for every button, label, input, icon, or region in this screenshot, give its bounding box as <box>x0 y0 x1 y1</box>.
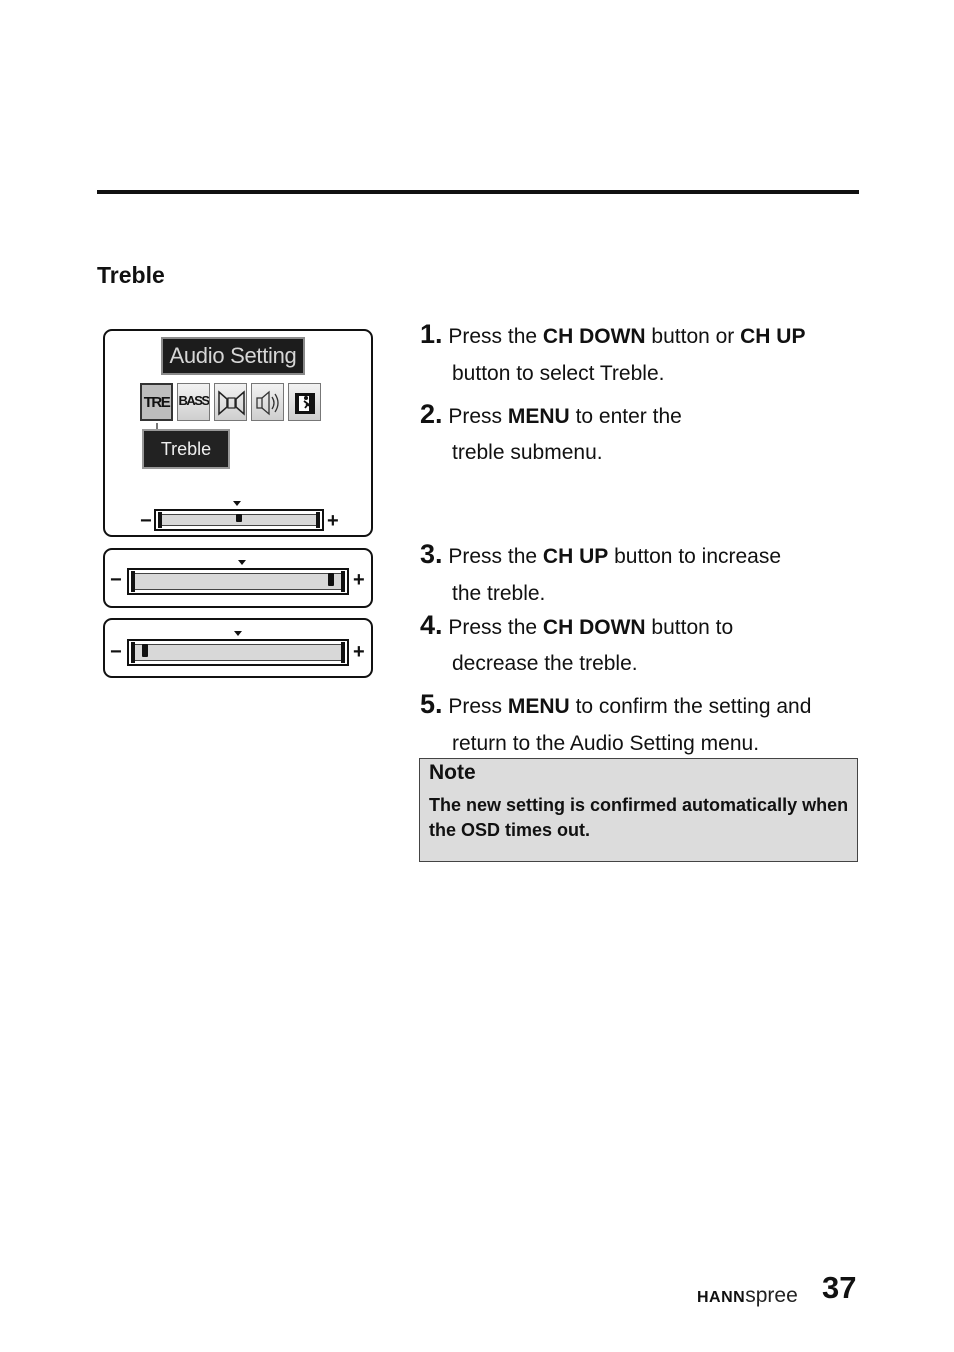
brand-logo: HANNspree <box>697 1284 798 1307</box>
osd-treble-increased-panel: − + <box>103 548 373 608</box>
step-1-continued: button to select Treble. <box>452 362 665 385</box>
minus-sign: − <box>140 510 152 532</box>
step-4: 4. Press the CH DOWN button to <box>420 610 734 640</box>
step-2: 2. Press MENU to enter the <box>420 399 682 429</box>
plus-sign: + <box>327 510 339 532</box>
note-text: The new setting is confirmed automatical… <box>429 795 849 840</box>
slider-knob <box>328 573 335 586</box>
slider-knob <box>141 644 148 657</box>
page-number: 37 <box>822 1270 857 1305</box>
step-4-continued: decrease the treble. <box>452 652 638 675</box>
surround-speaker-icon <box>251 383 284 421</box>
step-5-continued: return to the Audio Setting menu. <box>452 732 760 755</box>
treble-icon: TRE <box>140 383 173 421</box>
treble-slider <box>154 509 324 531</box>
slider-knob <box>236 514 242 522</box>
step-3: 3. Press the CH UP button to increase <box>420 539 782 569</box>
center-marker <box>233 501 241 506</box>
note-title: Note <box>429 761 476 784</box>
treble-slider-increased <box>127 568 349 595</box>
center-marker <box>238 560 246 565</box>
note-box: Note The new setting is confirmed automa… <box>419 758 858 862</box>
osd-audio-setting-panel: Audio Setting TRE BASS Treble − <box>103 329 373 537</box>
minus-sign: − <box>110 569 122 591</box>
balance-speaker-icon <box>214 383 247 421</box>
treble-slider-decreased <box>127 639 349 666</box>
bass-icon: BASS <box>177 383 210 421</box>
plus-sign: + <box>353 569 365 591</box>
minus-sign: − <box>110 641 122 663</box>
step-5: 5. Press MENU to confirm the setting and <box>420 689 812 719</box>
step-2-continued: treble submenu. <box>452 441 603 464</box>
treble-tooltip: Treble <box>142 429 230 469</box>
plus-sign: + <box>353 641 365 663</box>
step-1: 1. Press the CH DOWN button or CH UP <box>420 319 806 349</box>
step-3-continued: the treble. <box>452 582 546 605</box>
osd-treble-decreased-panel: − + <box>103 618 373 678</box>
exit-icon <box>288 383 321 421</box>
section-title: Treble <box>97 262 165 288</box>
header-rule <box>97 190 859 194</box>
center-marker <box>234 631 242 636</box>
osd-menu-title: Audio Setting <box>161 337 305 375</box>
